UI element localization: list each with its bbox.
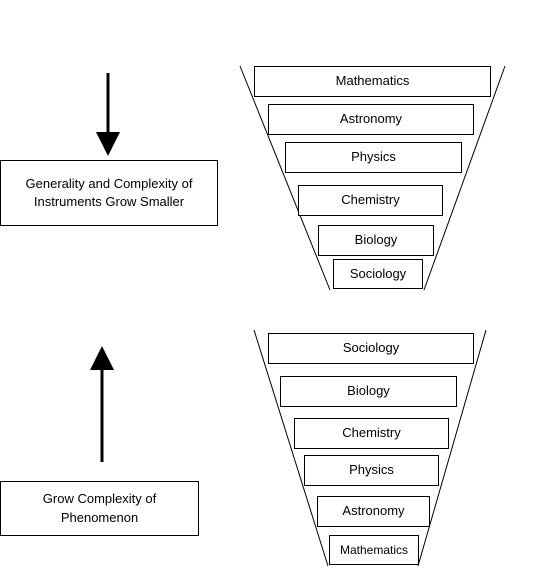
top-level-5: Biology [318, 225, 434, 256]
top-caption-line-1: Generality and Complexity of [25, 175, 193, 191]
bottom-level-2: Biology [280, 376, 457, 407]
bottom-caption-box: Grow Complexity of Phenomenon [0, 481, 199, 536]
top-level-1: Mathematics [254, 66, 491, 97]
bottom-funnel-left-side [253, 329, 329, 567]
top-funnel-left-side [239, 65, 331, 291]
top-funnel-right-side [423, 65, 506, 291]
bottom-level-3: Chemistry [294, 418, 449, 449]
bottom-level-1: Sociology [268, 333, 474, 364]
bottom-caption-line-2: Phenomenon [60, 509, 139, 525]
top-level-6: Sociology [333, 259, 423, 289]
top-caption-box: Generality and Complexity of Instruments… [0, 160, 218, 226]
bottom-level-6: Mathematics [329, 535, 419, 565]
top-caption-line-2: Instruments Grow Smaller [33, 194, 185, 209]
bottom-level-4: Physics [304, 455, 439, 486]
bottom-caption-line-1: Grow Complexity of [42, 491, 157, 507]
bottom-level-5: Astronomy [317, 496, 430, 527]
top-level-2: Astronomy [268, 104, 474, 135]
top-level-3: Physics [285, 142, 462, 173]
top-level-4: Chemistry [298, 185, 443, 216]
